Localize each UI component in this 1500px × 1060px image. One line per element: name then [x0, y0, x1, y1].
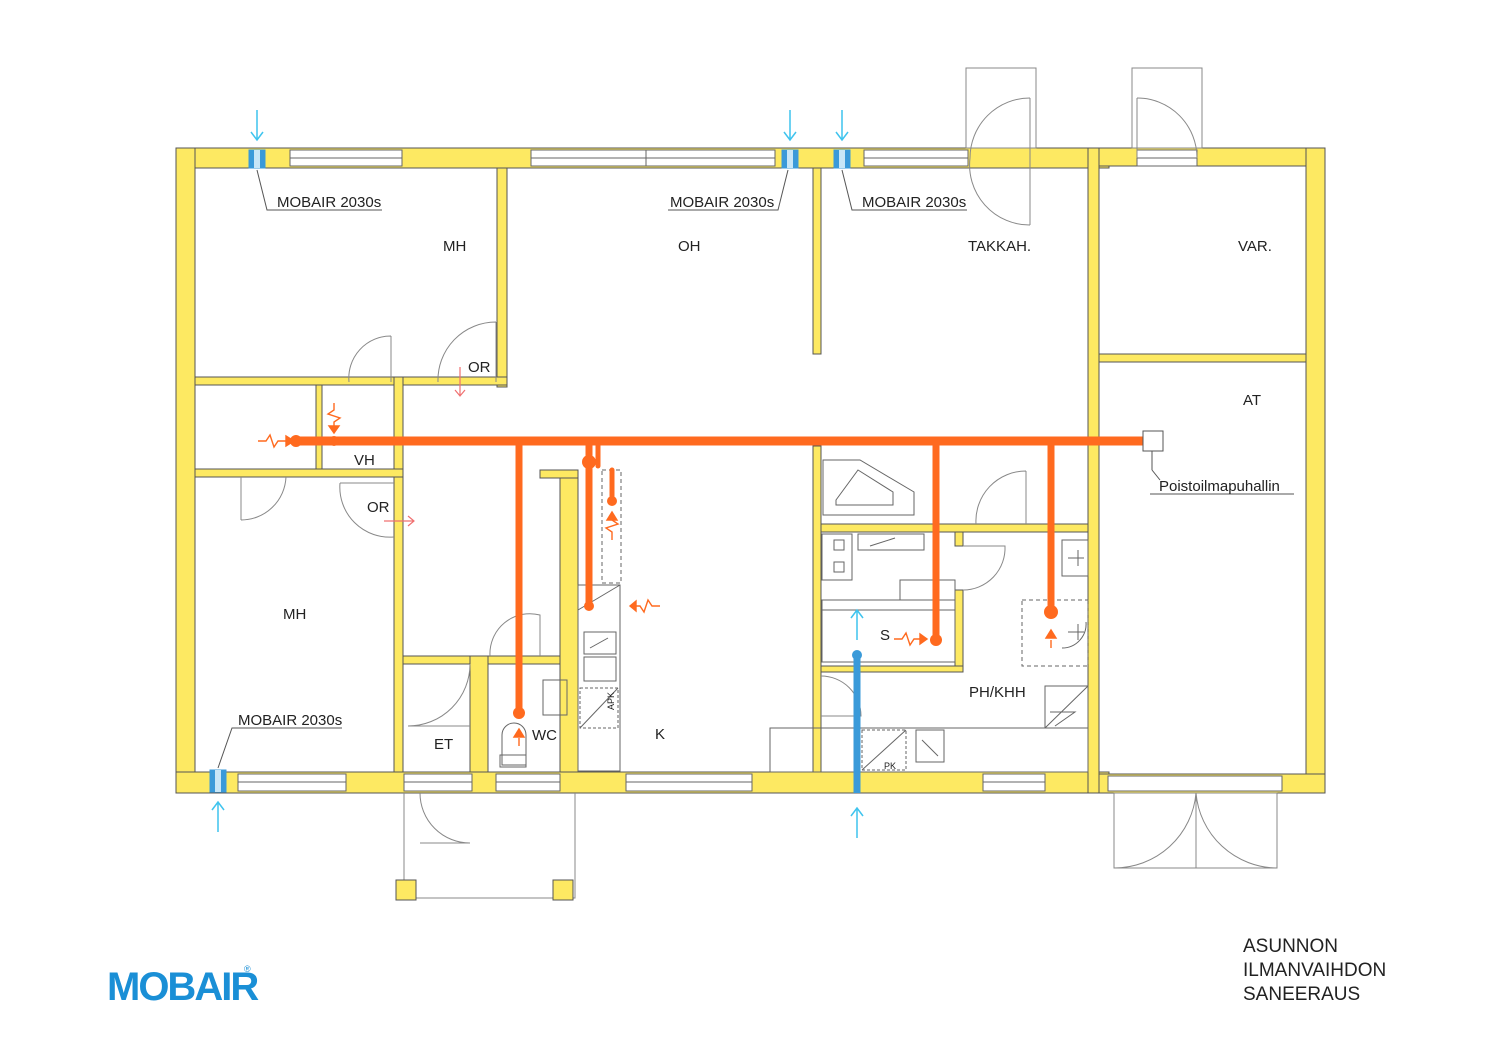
wall-vh-inner [315, 384, 323, 471]
wall-k-s [812, 445, 822, 773]
title-line-1: ASUNNON [1243, 936, 1338, 957]
room-labels: MH OH TAKKAH. VAR. OR AT VH OR MH S PH/K… [283, 238, 1272, 753]
wall-var-at [1098, 353, 1307, 363]
supply-air-pipe [852, 650, 862, 793]
room-label-mh-bottom: MH [283, 606, 306, 623]
wall-et-top [402, 655, 576, 665]
wall-et-wc [469, 655, 489, 773]
terrace-post-right [552, 879, 574, 901]
room-label-k: K [655, 726, 665, 743]
equipment-labels: MOBAIR 2030s MOBAIR 2030s MOBAIR 2030s M… [238, 194, 1280, 771]
storage-wall-top [1087, 147, 1326, 167]
room-label-et: ET [434, 736, 453, 753]
apk-label: APK [606, 692, 616, 710]
logo-registered-mark: ® [244, 964, 251, 974]
wall-mh-vh [194, 376, 508, 386]
room-label-wc: WC [532, 727, 557, 744]
storage-wall-right [1305, 147, 1326, 794]
wall-wc-k [559, 469, 579, 773]
wall-oh-takka [812, 167, 822, 355]
fan-label: Poistoilmapuhallin [1159, 478, 1280, 495]
exhaust-flow-arrows [258, 403, 1058, 746]
room-label-mh-top: MH [443, 238, 466, 255]
room-label-or-top: OR [468, 359, 491, 376]
supply-air-arrows [211, 110, 864, 838]
mobair-logo: MOBAIR ® [107, 964, 261, 1009]
wall-s-upper [954, 531, 964, 547]
room-label-oh: OH [678, 238, 701, 255]
outer-wall-left [175, 147, 196, 794]
valve-label-4: MOBAIR 2030s [238, 712, 342, 729]
wall-s-bottom [820, 665, 964, 673]
valve-label-1: MOBAIR 2030s [277, 194, 381, 211]
transfer-air-arrows [384, 367, 466, 527]
doors [240, 67, 1278, 901]
pk-label: PK [884, 761, 896, 771]
room-label-at: AT [1243, 392, 1261, 409]
room-label-takkah: TAKKAH. [968, 238, 1031, 255]
wall-vh-right [393, 376, 404, 773]
wall-mh-or [496, 167, 508, 388]
room-label-var: VAR. [1238, 238, 1272, 255]
exhaust-valves [290, 435, 1058, 719]
wall-s-right [954, 589, 964, 673]
title-line-3: SANEERAUS [1243, 984, 1360, 1005]
supply-valves [209, 149, 851, 793]
title-block: ASUNNON ILMANVAIHDON SANEERAUS [1243, 936, 1386, 1005]
logo-text: MOBAIR [107, 965, 259, 1009]
terrace-post-left [395, 879, 417, 901]
valve-label-2: MOBAIR 2030s [670, 194, 774, 211]
exhaust-ducts [291, 436, 1161, 717]
wall-main-right [1087, 147, 1100, 794]
room-label-s: S [880, 627, 890, 644]
room-label-vh: VH [354, 452, 375, 469]
room-label-ph-khh: PH/KHH [969, 684, 1026, 701]
leader-lines [217, 169, 1294, 769]
windows [237, 149, 1283, 792]
title-line-2: ILMANVAIHDON [1243, 960, 1386, 981]
valve-label-3: MOBAIR 2030s [862, 194, 966, 211]
room-label-or-mid: OR [367, 499, 390, 516]
exhaust-fan [1142, 430, 1164, 452]
wall-vh-bottom [194, 468, 404, 478]
wall-k-stub [539, 469, 579, 479]
